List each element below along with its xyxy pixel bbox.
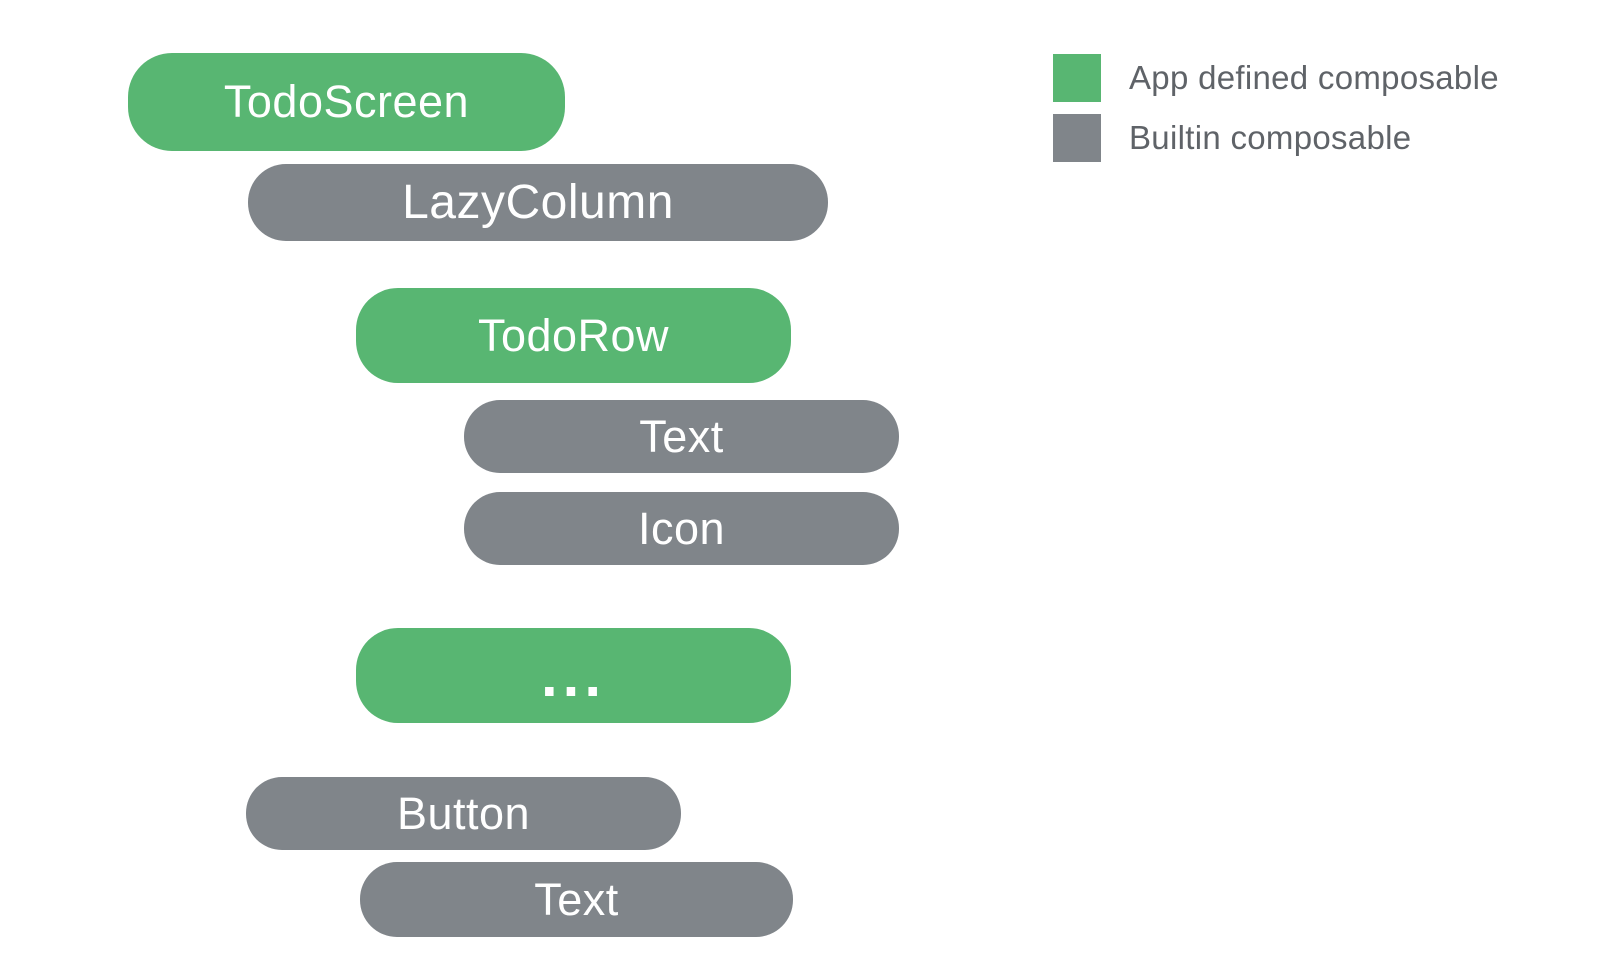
node-todorow-label: TodoRow xyxy=(477,309,670,361)
node-ellipsis-label: ... xyxy=(540,641,606,709)
node-button-label: Button xyxy=(396,787,531,839)
node-todoscreen-label: TodoScreen xyxy=(223,76,470,127)
node-icon: Icon xyxy=(464,492,899,565)
node-lazycolumn: LazyColumn xyxy=(248,164,828,241)
node-ellipsis: ... xyxy=(356,628,791,723)
builtin-swatch-icon xyxy=(1053,114,1101,162)
legend-item-app-defined: App defined composable xyxy=(1053,54,1499,102)
node-todorow: TodoRow xyxy=(356,288,791,383)
legend-label-app-defined: App defined composable xyxy=(1129,59,1499,96)
node-lazycolumn-label: LazyColumn xyxy=(402,176,674,229)
node-text-1-label: Text xyxy=(639,410,724,462)
node-text-2: Text xyxy=(360,862,793,937)
node-todoscreen: TodoScreen xyxy=(128,53,565,151)
legend-item-builtin: Builtin composable xyxy=(1053,114,1499,162)
node-text-1: Text xyxy=(464,400,899,473)
app-defined-swatch-icon xyxy=(1053,54,1101,102)
node-text-2-label: Text xyxy=(534,873,619,925)
legend-label-builtin: Builtin composable xyxy=(1129,119,1412,156)
node-icon-label: Icon xyxy=(637,502,726,554)
legend: App defined composable Builtin composabl… xyxy=(1053,54,1499,162)
node-button: Button xyxy=(246,777,681,850)
